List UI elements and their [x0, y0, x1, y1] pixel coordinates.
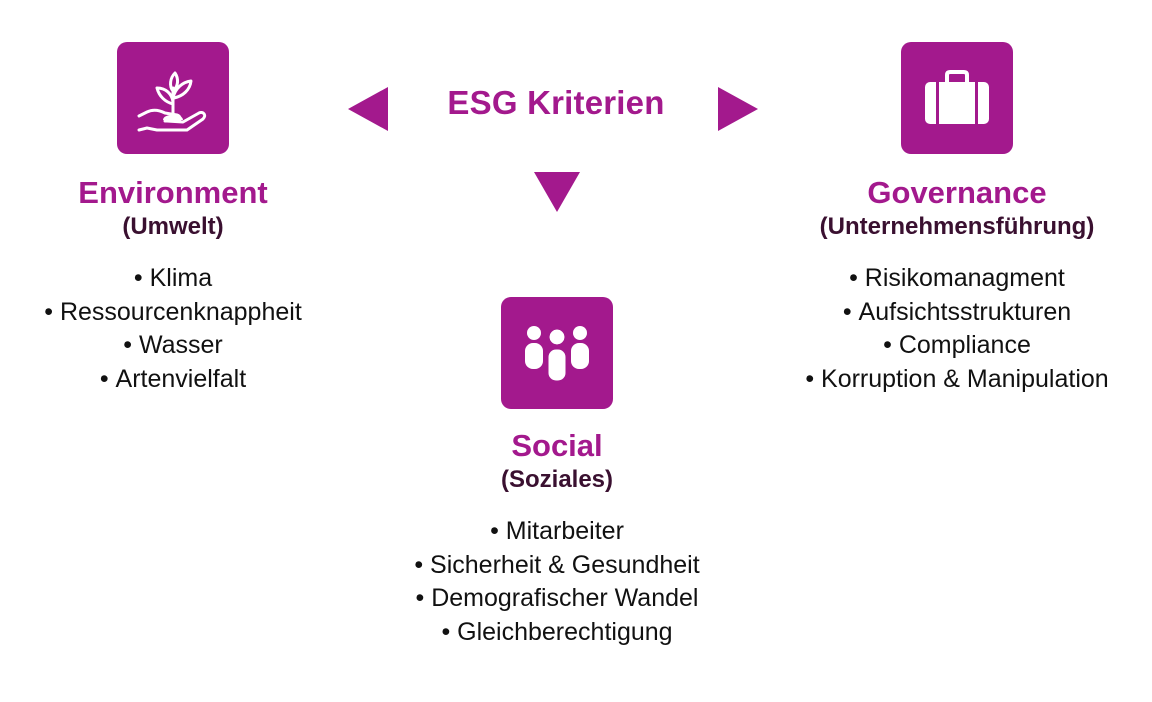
- people-group-icon: [501, 297, 613, 409]
- plant-in-hand-icon: [117, 42, 229, 154]
- social-pillar: Social (Soziales) Mitarbeiter Sicherheit…: [357, 297, 757, 650]
- social-list: Mitarbeiter Sicherheit & Gesundheit Demo…: [357, 515, 757, 650]
- list-item: Ressourcenknappheit: [0, 296, 346, 330]
- arrow-down-icon: [534, 172, 580, 212]
- list-item: Sicherheit & Gesundheit: [357, 549, 757, 583]
- list-item: Klima: [0, 262, 346, 296]
- list-item: Korruption & Manipulation: [734, 363, 1152, 397]
- diagram-title: ESG Kriterien: [447, 84, 665, 121]
- governance-pillar: Governance (Unternehmensführung) Risikom…: [734, 42, 1152, 397]
- list-item: Mitarbeiter: [357, 515, 757, 549]
- environment-subtitle: (Umwelt): [122, 213, 224, 240]
- list-item: Aufsichtsstrukturen: [734, 296, 1152, 330]
- governance-list: Risikomanagment Aufsichtsstrukturen Comp…: [734, 262, 1152, 397]
- list-item: Gleichberechtigung: [357, 616, 757, 650]
- environment-pillar: Environment (Umwelt) Klima Ressourcenkna…: [0, 42, 346, 397]
- arrow-right-icon: [718, 87, 758, 131]
- list-item: Wasser: [0, 329, 346, 363]
- social-subtitle: (Soziales): [500, 466, 614, 493]
- list-item: Demografischer Wandel: [357, 582, 757, 616]
- social-title: Social: [511, 428, 603, 463]
- environment-list: Klima Ressourcenknappheit Wasser Artenvi…: [0, 262, 346, 397]
- list-item: Compliance: [734, 329, 1152, 363]
- governance-title: Governance: [867, 175, 1047, 210]
- environment-title: Environment: [78, 175, 268, 210]
- list-item: Risikomanagment: [734, 262, 1152, 296]
- arrow-left-icon: [348, 87, 388, 131]
- list-item: Artenvielfalt: [0, 363, 346, 397]
- briefcase-icon: [901, 42, 1013, 154]
- governance-subtitle: (Unternehmensführung): [819, 213, 1095, 240]
